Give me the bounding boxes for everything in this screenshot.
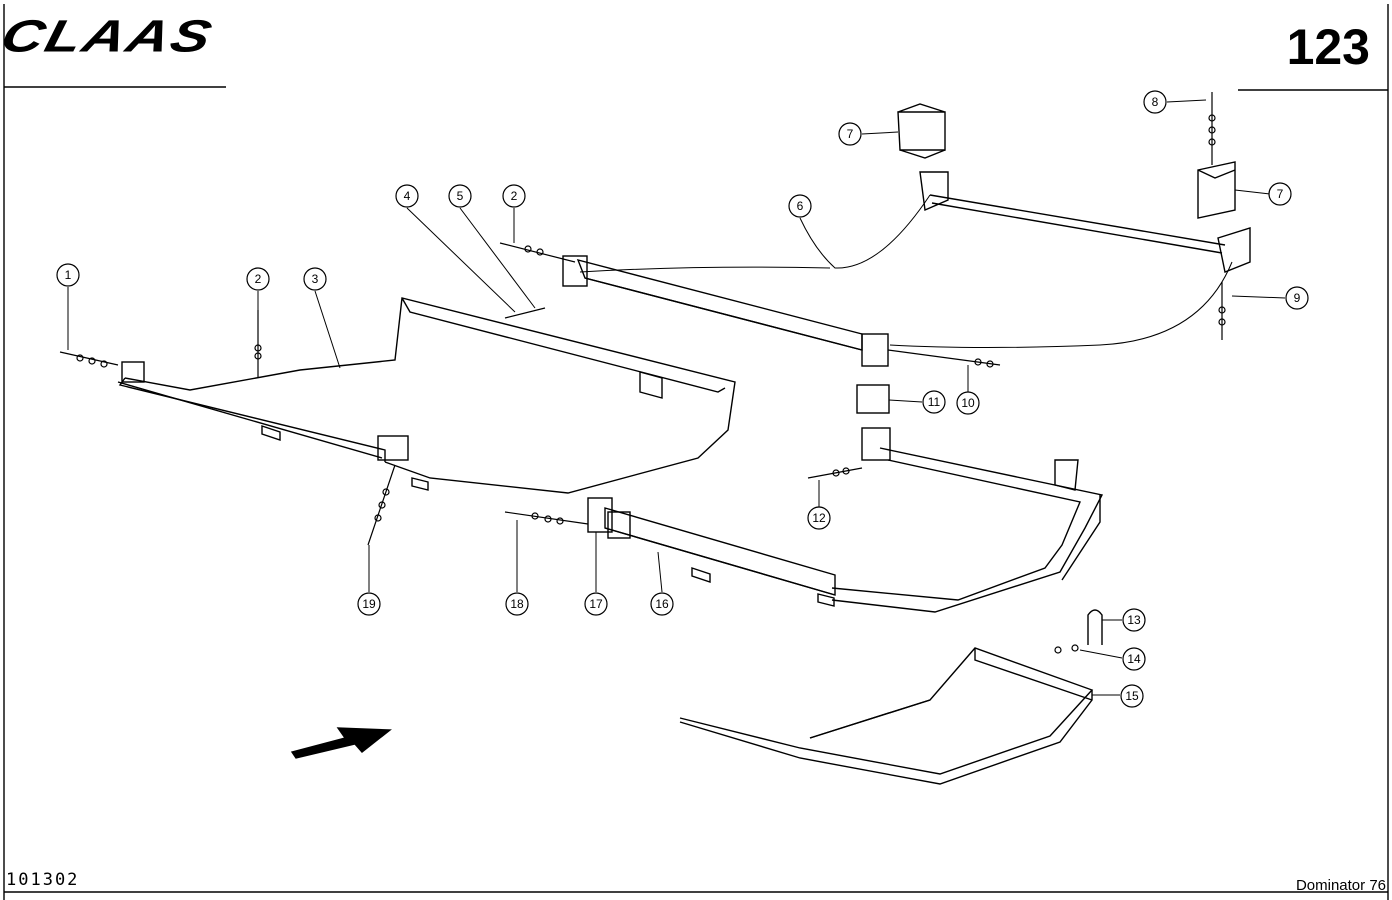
callout-label-19: 19 (362, 597, 376, 611)
callout-label-8: 8 (1152, 95, 1159, 109)
callout-6 (788, 194, 812, 218)
callout-7a (838, 122, 862, 146)
callout-4 (395, 184, 419, 208)
callout-5 (448, 184, 472, 208)
sheet-border (3, 4, 1389, 900)
callout-label-6: 6 (797, 199, 804, 213)
callout-label-15: 15 (1125, 689, 1139, 703)
callout-label-13: 13 (1127, 613, 1141, 627)
callout-3 (303, 267, 327, 291)
callout-label-10: 10 (961, 396, 975, 410)
callout-labels: 1 2 2 3 4 5 6 7 7 8 9 10 11 12 13 14 15 … (65, 95, 1301, 703)
callout-17 (584, 592, 608, 616)
callout-label-16: 16 (655, 597, 669, 611)
callout-label-11: 11 (928, 395, 941, 409)
document-code: 101302 (6, 870, 80, 890)
callout-18 (505, 592, 529, 616)
direction-arrow (290, 727, 392, 759)
model-name: Dominator 76 (1295, 877, 1386, 894)
callout-label-2b: 2 (511, 189, 518, 203)
part-13-ubolt (1087, 609, 1103, 645)
callout-label-17: 17 (589, 597, 603, 611)
part-15-tray (679, 647, 1094, 785)
callout-11 (922, 390, 946, 414)
callout-label-12: 12 (812, 511, 826, 525)
callout-16 (650, 592, 674, 616)
callout-9 (1285, 286, 1309, 310)
callout-label-1: 1 (65, 268, 72, 282)
callout-label-9: 9 (1294, 291, 1301, 305)
callout-8 (1143, 90, 1167, 114)
callout-12 (807, 506, 831, 530)
callout-label-7a: 7 (847, 127, 854, 141)
callout-label-3: 3 (312, 272, 319, 286)
callout-13 (1122, 608, 1146, 632)
part-16-bar (587, 497, 836, 607)
callout-19 (357, 592, 381, 616)
callout-label-2a: 2 (255, 272, 262, 286)
callout-label-18: 18 (510, 597, 524, 611)
page-number: 123 (1286, 19, 1370, 75)
callout-label-5: 5 (457, 189, 464, 203)
callout-10 (956, 391, 980, 415)
callout-2b (502, 184, 526, 208)
hardware-bolts (59, 92, 1226, 654)
callout-15 (1120, 684, 1144, 708)
middle-frame (831, 427, 1104, 613)
callout-label-7b: 7 (1277, 187, 1284, 201)
leader-lines (67, 99, 1286, 696)
callout-7b (1268, 182, 1292, 206)
callout-circles (56, 90, 1309, 708)
part-11-plate (856, 384, 890, 414)
callout-label-4: 4 (404, 189, 411, 203)
callout-label-14: 14 (1127, 652, 1141, 666)
part-6-crossbar (562, 171, 1251, 367)
part-3-shield (117, 297, 736, 494)
part-7-brackets (897, 103, 1236, 219)
callout-2a (246, 267, 270, 291)
callout-14 (1122, 647, 1146, 671)
callout-1 (56, 263, 80, 287)
